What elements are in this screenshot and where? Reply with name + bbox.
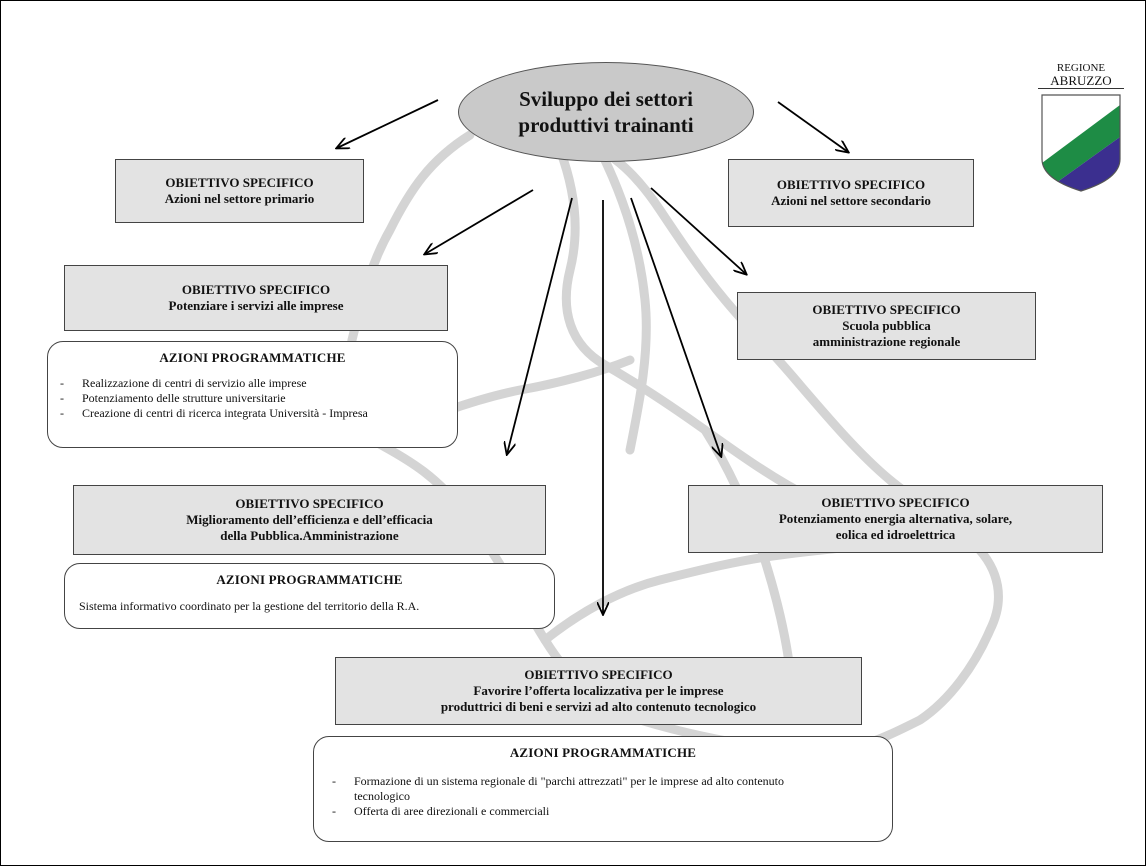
actions-text: Sistema informativo coordinato per la ge… (79, 599, 420, 613)
logo-text-regione: REGIONE (1056, 62, 1106, 74)
objective-heading: OBIETTIVO SPECIFICO (524, 667, 673, 682)
actions-box-pubblica-amministrazione: AZIONI PROGRAMMATICHE Sistema informativ… (64, 563, 555, 629)
objective-box-offerta-localizzativa: OBIETTIVO SPECIFICO Favorire l’offerta l… (335, 657, 862, 725)
list-item: Creazione di centri di ricerca integrata… (58, 406, 447, 421)
objective-line: Azioni nel settore secondario (771, 193, 931, 208)
logo-text-abruzzo: ABRUZZO (1038, 74, 1124, 89)
actions-title: AZIONI PROGRAMMATICHE (509, 745, 697, 760)
arrow-to-secondario (777, 101, 848, 152)
connector-arrows (337, 99, 848, 614)
objective-box-energia-alternativa: OBIETTIVO SPECIFICO Potenziamento energi… (688, 485, 1103, 553)
arrow-to-pa (507, 197, 573, 454)
objective-box-pubblica-amministrazione: OBIETTIVO SPECIFICO Miglioramento dell’e… (73, 485, 546, 555)
objective-box-secondario: OBIETTIVO SPECIFICO Azioni nel settore s… (728, 159, 974, 227)
objective-box-scuola-pubblica: OBIETTIVO SPECIFICO Scuola pubblica ammi… (737, 292, 1036, 360)
objective-line: Scuola pubblica (842, 318, 931, 333)
objective-box-primario: OBIETTIVO SPECIFICO Azioni nel settore p… (115, 159, 364, 223)
objective-heading: OBIETTIVO SPECIFICO (165, 175, 314, 190)
objective-line: della Pubblica.Amministrazione (220, 528, 399, 543)
objective-line: eolica ed idroelettrica (835, 527, 956, 542)
list-item: Offerta di aree direzionali e commercial… (330, 804, 836, 819)
objective-heading: OBIETTIVO SPECIFICO (821, 495, 970, 510)
objective-line: Potenziamento energia alternativa, solar… (778, 511, 1013, 526)
central-topic-line-2: produttivi trainanti (518, 113, 694, 137)
objective-heading: OBIETTIVO SPECIFICO (235, 496, 384, 511)
arrow-to-energia (630, 197, 721, 456)
actions-list: Realizzazione di centri di servizio alle… (58, 376, 447, 421)
objective-line: Azioni nel settore primario (164, 191, 315, 206)
objective-line: produttrici di beni e servizi ad alto co… (440, 699, 757, 714)
objective-line: amministrazione regionale (812, 334, 961, 349)
arrow-to-scuola (650, 187, 746, 274)
actions-title: AZIONI PROGRAMMATICHE (216, 572, 403, 587)
objective-line: Miglioramento dell’efficienza e dell’eff… (186, 512, 433, 527)
arrow-to-servizi (425, 189, 534, 254)
objective-heading: OBIETTIVO SPECIFICO (776, 177, 926, 192)
list-item: Realizzazione di centri di servizio alle… (58, 376, 447, 391)
objective-line: Favorire l’offerta localizzativa per le … (473, 683, 724, 698)
actions-list: Formazione di un sistema regionale di "p… (330, 774, 876, 819)
list-item: Formazione di un sistema regionale di "p… (330, 774, 836, 804)
objective-line: Potenziare i servizi alle imprese (168, 298, 344, 313)
actions-box-offerta-localizzativa: AZIONI PROGRAMMATICHE Formazione di un s… (313, 736, 893, 842)
list-item: Potenziamento delle strutture universita… (58, 391, 447, 406)
objective-box-servizi-imprese: OBIETTIVO SPECIFICO Potenziare i servizi… (64, 265, 448, 331)
arrow-to-primario (337, 99, 439, 148)
actions-box-servizi-imprese: AZIONI PROGRAMMATICHE Realizzazione di c… (47, 341, 458, 448)
central-topic-line-1: Sviluppo dei settori (519, 87, 693, 111)
coat-of-arms-icon (1041, 94, 1121, 192)
objective-heading: OBIETTIVO SPECIFICO (812, 302, 961, 317)
objective-heading: OBIETTIVO SPECIFICO (181, 282, 331, 297)
regione-abruzzo-logo: REGIONE ABRUZZO (1038, 62, 1124, 193)
central-topic-ellipse: Sviluppo dei settori produttivi trainant… (458, 62, 754, 162)
actions-title: AZIONI PROGRAMMATICHE (159, 350, 346, 365)
